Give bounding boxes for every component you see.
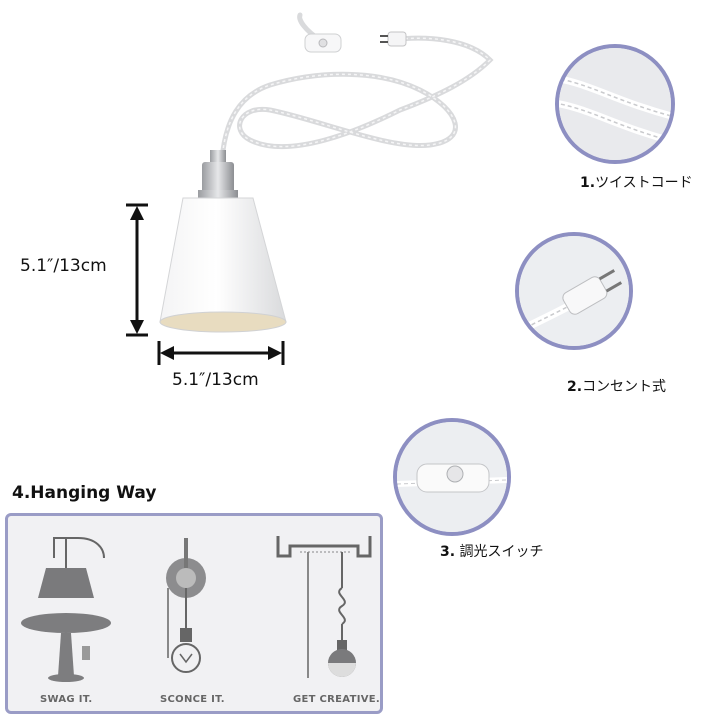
creative-hang-icon bbox=[276, 536, 372, 678]
plug-detail bbox=[515, 232, 633, 350]
hanging-way-title: 4.Hanging Way bbox=[12, 483, 157, 503]
feature-number: 1. bbox=[580, 175, 596, 191]
caption-get-creative: GET CREATIVE. bbox=[293, 694, 380, 705]
feature-text: ツイストコード bbox=[595, 175, 693, 191]
feature-number: 3. bbox=[440, 544, 456, 560]
plug-icon bbox=[519, 236, 629, 346]
sconce-lamp-icon bbox=[166, 538, 206, 673]
twisted-cord-detail bbox=[555, 44, 675, 164]
twisted-cord-icon bbox=[559, 48, 671, 160]
pendant-lamp bbox=[159, 150, 287, 333]
hanging-way-panel: SWAG IT. SCONCE IT. GET CREATIVE. bbox=[5, 513, 383, 714]
feature-text: コンセント式 bbox=[582, 379, 667, 395]
feature-label-dimmer-switch: 3. 調光スイッチ bbox=[440, 541, 544, 561]
width-label: 5.1″/13cm bbox=[172, 370, 259, 390]
feature-label-plug: 2.コンセント式 bbox=[567, 376, 666, 396]
feature-text: 調光スイッチ bbox=[459, 544, 544, 560]
dimmer-switch-icon bbox=[397, 422, 507, 532]
height-dimension-arrow bbox=[126, 203, 148, 337]
caption-sconce: SCONCE IT. bbox=[160, 694, 225, 705]
feature-number: 2. bbox=[567, 379, 583, 395]
caption-swag: SWAG IT. bbox=[40, 694, 93, 705]
width-dimension-arrow bbox=[157, 341, 285, 365]
height-label: 5.1″/13cm bbox=[20, 256, 107, 276]
feature-label-twisted-cord: 1.ツイストコード bbox=[580, 172, 693, 192]
swag-lamp-icon bbox=[21, 537, 111, 682]
dimmer-switch-detail bbox=[393, 418, 511, 536]
